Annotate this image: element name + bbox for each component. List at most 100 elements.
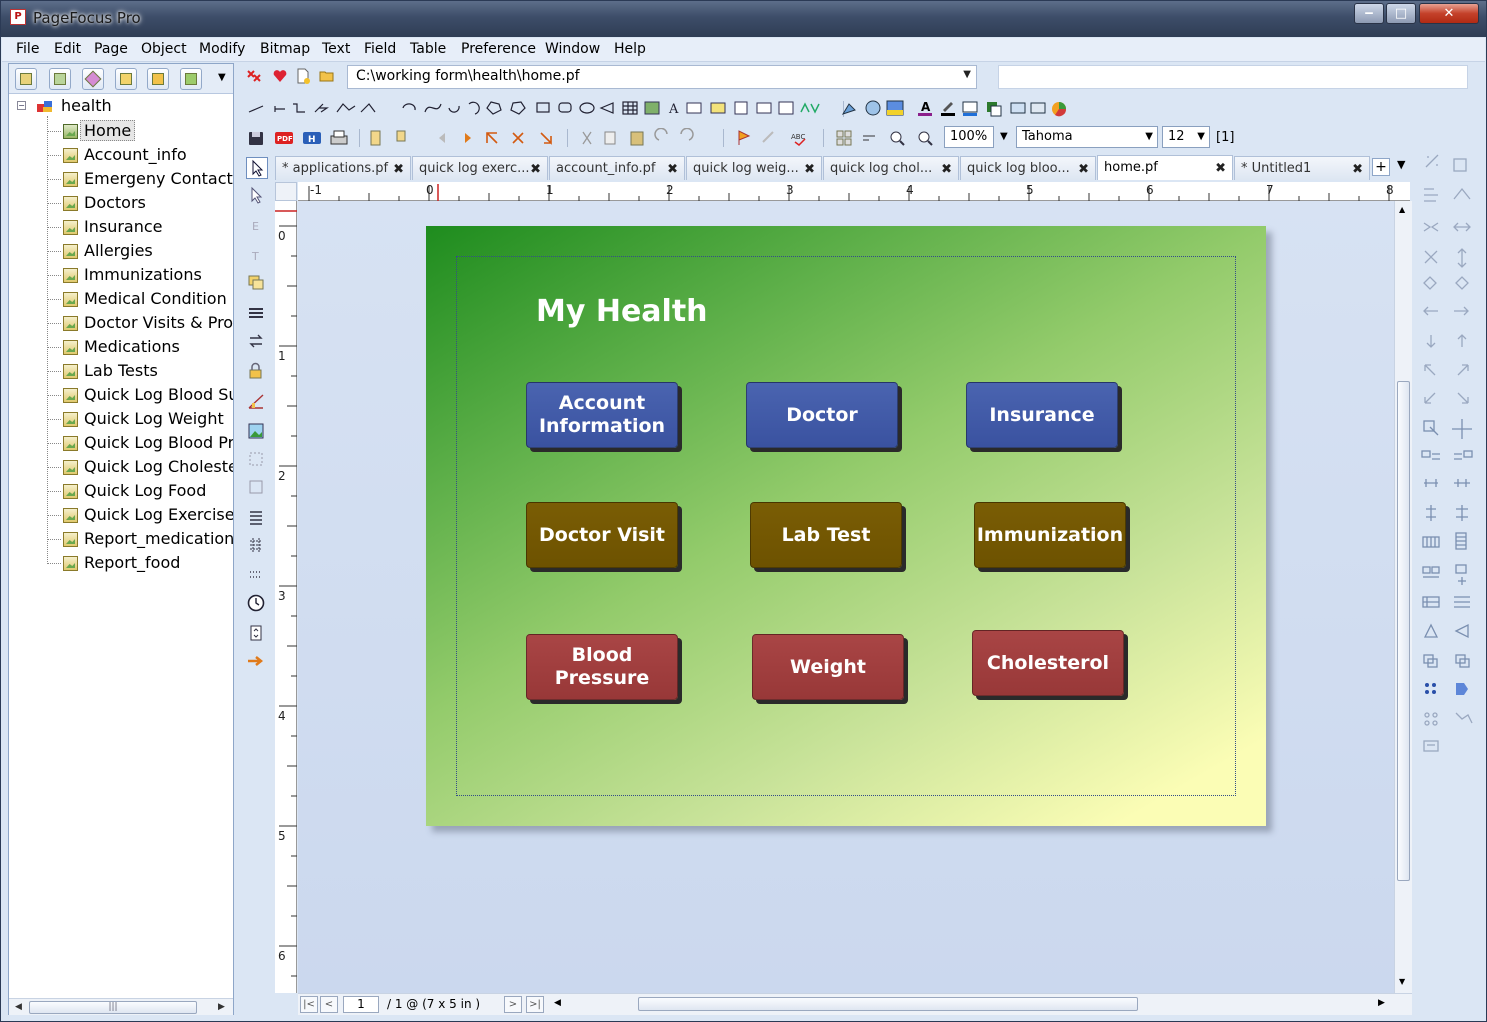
menu-bitmap[interactable]: Bitmap: [260, 41, 311, 57]
tree-item-immunizations[interactable]: Immunizations: [47, 264, 233, 286]
ruler-corner[interactable]: [275, 182, 297, 201]
dots-tool[interactable]: [246, 565, 268, 587]
tab-home[interactable]: home.pf✖: [1097, 155, 1233, 180]
font-dropdown-icon[interactable]: ▼: [1145, 131, 1153, 142]
tree-item-insurance[interactable]: Insurance: [47, 216, 233, 238]
close-tab-icon[interactable]: ✖: [941, 162, 952, 177]
panel-diamond-icon[interactable]: [82, 68, 104, 90]
clock-icon[interactable]: [246, 593, 268, 615]
image-tool[interactable]: [246, 421, 268, 443]
panel-folder-tree-icon[interactable]: [147, 68, 169, 90]
tree-item-quick-log-cholesterol[interactable]: Quick Log Cholestero: [47, 456, 233, 478]
panel-menu-chevron-icon[interactable]: ▼: [218, 72, 226, 83]
menu-window[interactable]: Window: [545, 41, 601, 57]
tree-item-account-info[interactable]: Account_info: [47, 144, 233, 166]
menu-page[interactable]: Page: [94, 41, 128, 57]
prev-page-button[interactable]: <: [320, 996, 338, 1013]
first-page-button[interactable]: |<: [300, 996, 318, 1013]
cholesterol-button[interactable]: Cholesterol: [972, 630, 1124, 696]
subselect-arrow-tool[interactable]: [246, 185, 268, 207]
horizontal-ruler[interactable]: -1 0 1 2 3 4 5 6 7 8: [298, 182, 1410, 201]
path-dropdown-icon[interactable]: ▼: [963, 69, 971, 80]
scroll-down-icon[interactable]: ▼: [1399, 977, 1406, 986]
font-family-select[interactable]: Tahoma▼: [1016, 126, 1158, 148]
collapse-icon[interactable]: −: [17, 101, 26, 110]
tree-item-report-medication[interactable]: Report_medication: [47, 528, 233, 550]
menu-text[interactable]: Text: [322, 41, 351, 57]
panel-cards-icon[interactable]: [15, 68, 37, 90]
tab-quick-log-cholesterol[interactable]: quick log chol...✖: [823, 156, 959, 180]
text-t-tool[interactable]: T: [246, 245, 268, 267]
panel-grid-icon[interactable]: [49, 68, 71, 90]
menu-field[interactable]: Field: [364, 41, 397, 57]
close-tab-icon[interactable]: ✖: [1215, 161, 1226, 176]
scroll-right-icon[interactable]: ▶: [218, 1002, 225, 1012]
tree-item-medications[interactable]: Medications: [47, 336, 233, 358]
doctor-visit-button[interactable]: Doctor Visit: [526, 502, 678, 568]
menu-object[interactable]: Object: [141, 41, 187, 57]
doctor-button[interactable]: Doctor: [746, 382, 898, 448]
insurance-button[interactable]: Insurance: [966, 382, 1118, 448]
zoom-combobox[interactable]: 100%: [944, 126, 994, 148]
tab-applications[interactable]: * applications.pf✖: [275, 156, 411, 180]
close-tab-icon[interactable]: ✖: [393, 162, 404, 177]
tree-item-emergeny-contacts[interactable]: Emergeny Contacts: [47, 168, 233, 190]
hscroll-left-icon[interactable]: ◀: [554, 998, 561, 1008]
zoom-dropdown-icon[interactable]: ▼: [1000, 131, 1008, 142]
tree-item-home[interactable]: Home: [47, 120, 233, 142]
search-input[interactable]: [998, 65, 1468, 89]
edit-tools-icons[interactable]: PDF H ABC: [247, 128, 937, 148]
tab-quick-log-exercise[interactable]: quick log exerc...✖: [412, 156, 548, 180]
tree-item-medical-condition[interactable]: Medical Condition: [47, 288, 233, 310]
close-tab-icon[interactable]: ✖: [667, 162, 678, 177]
tree-item-quick-log-exercise[interactable]: Quick Log Exercise: [47, 504, 233, 526]
menu-help[interactable]: Help: [614, 41, 646, 57]
page-heading[interactable]: My Health: [536, 294, 708, 329]
group-tool[interactable]: [246, 273, 268, 295]
favorite-heart-icon[interactable]: [272, 68, 288, 84]
select-arrow-tool[interactable]: [246, 157, 268, 179]
page-number-input[interactable]: 1: [343, 996, 379, 1013]
tree-item-allergies[interactable]: Allergies: [47, 240, 233, 262]
tab-quick-log-blood[interactable]: quick log bloo...✖: [960, 156, 1096, 180]
menu-edit[interactable]: Edit: [54, 41, 82, 57]
close-all-icon[interactable]: [246, 68, 262, 84]
menu-file[interactable]: File: [16, 41, 40, 57]
tab-quick-log-weight[interactable]: quick log weig...✖: [686, 156, 822, 180]
design-canvas[interactable]: My Health Account Information Doctor Ins…: [298, 201, 1394, 993]
color-tools-icons[interactable]: A: [841, 98, 1081, 118]
scroll-thumb[interactable]: |||: [29, 1001, 197, 1014]
menu-table[interactable]: Table: [410, 41, 447, 57]
menu-modify[interactable]: Modify: [199, 41, 246, 57]
tree-item-quick-log-food[interactable]: Quick Log Food: [47, 480, 233, 502]
tree-item-quick-log-blood-sugar[interactable]: Quick Log Blood Sug: [47, 384, 233, 406]
swap-tool[interactable]: [246, 331, 268, 353]
alignment-tools-icons[interactable]: [1416, 153, 1482, 763]
blood-pressure-button[interactable]: Blood Pressure: [526, 634, 678, 700]
vertical-scroll-thumb[interactable]: [1397, 381, 1410, 881]
tab-untitled1[interactable]: * Untitled1✖: [1234, 156, 1370, 180]
tab-list-chevron-icon[interactable]: ▼: [1397, 158, 1406, 171]
next-page-button[interactable]: >: [504, 996, 522, 1013]
arrow-right-icon[interactable]: [246, 651, 268, 673]
tree-item-quick-log-blood-pressure[interactable]: Quick Log Blood Pres: [47, 432, 233, 454]
close-tab-icon[interactable]: ✖: [530, 162, 541, 177]
tree-item-lab-tests[interactable]: Lab Tests: [47, 360, 233, 382]
transform-tool[interactable]: [246, 477, 268, 499]
grid-tool[interactable]: [246, 535, 268, 557]
close-button[interactable]: ✕: [1419, 3, 1479, 24]
chart-tool[interactable]: [246, 391, 268, 413]
maximize-button[interactable]: □: [1386, 3, 1416, 24]
font-size-select[interactable]: 12▼: [1162, 126, 1210, 148]
last-page-button[interactable]: >|: [526, 996, 544, 1013]
new-document-icon[interactable]: [295, 68, 311, 84]
drawing-tools-icons[interactable]: A: [245, 98, 845, 118]
scroll-up-icon[interactable]: ▲: [1399, 205, 1406, 214]
canvas-vertical-scrollbar[interactable]: ▲ ▼: [1394, 201, 1412, 993]
immunization-button[interactable]: Immunization: [974, 502, 1126, 568]
tree-item-report-food[interactable]: Report_food: [47, 552, 233, 574]
vertical-ruler[interactable]: 0 1 2 3 4 5 6: [275, 201, 297, 993]
crop-tool[interactable]: [246, 449, 268, 471]
tree-item-quick-log-weight[interactable]: Quick Log Weight: [47, 408, 233, 430]
panel-folder-icon[interactable]: [115, 68, 137, 90]
